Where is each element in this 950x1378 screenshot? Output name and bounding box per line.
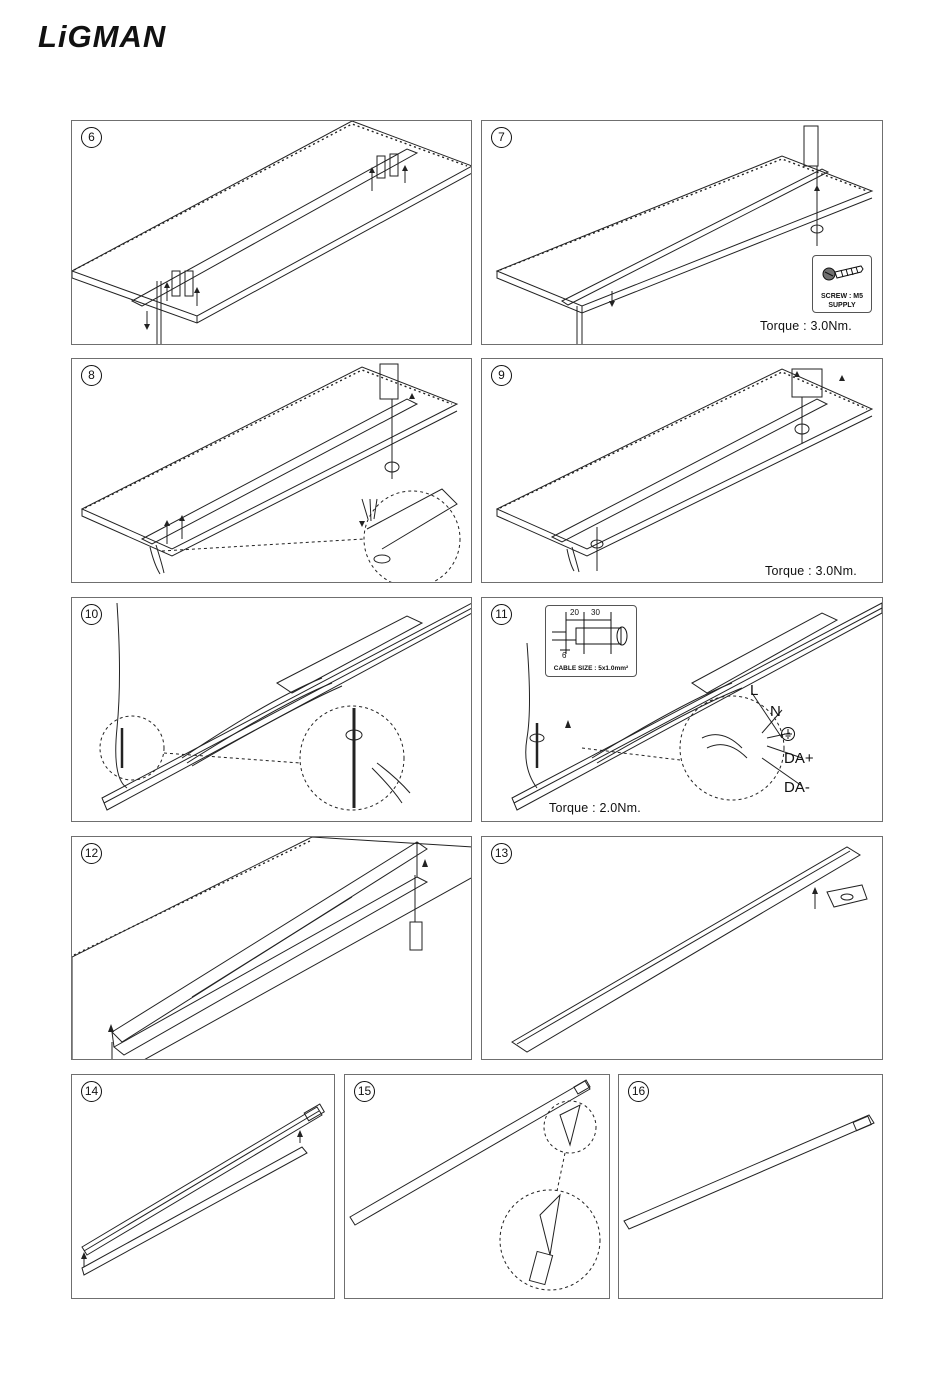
step-15-illustration (345, 1075, 610, 1299)
step-13-illustration (482, 837, 883, 1060)
step-9-panel: 9 Torque : 3.0Nm. (481, 358, 883, 583)
cable-spec-box: 20 30 6 CABLE SIZE : 5x1.0mm² (545, 605, 637, 677)
step-6-illustration (72, 121, 472, 345)
step-9-illustration (482, 359, 883, 583)
wire-label-da-minus: DA- (784, 779, 810, 796)
screw-spec-box: SCREW : M5 SUPPLY (812, 255, 872, 313)
strip-length-20: 20 (570, 608, 579, 617)
step-9-torque: Torque : 3.0Nm. (765, 564, 857, 578)
step-7-panel: 7 SCREW : M5 SUPPLY Torque : 3.0Nm. (481, 120, 883, 345)
step-12-panel: 12 (71, 836, 472, 1060)
logo-text: LiGMAN (38, 19, 166, 54)
wire-label-l: L (750, 682, 758, 699)
wire-label-n: N (770, 703, 781, 720)
step-10-illustration (72, 598, 472, 822)
step-8-illustration (72, 359, 472, 583)
ground-icon (780, 726, 796, 742)
step-11-torque: Torque : 2.0Nm. (549, 801, 641, 815)
step-14-illustration (72, 1075, 335, 1299)
screw-supply-label: SUPPLY (813, 302, 871, 309)
step-16-panel: 16 (618, 1074, 883, 1299)
step-7-torque: Torque : 3.0Nm. (760, 319, 852, 333)
ligman-logo: LiGMAN (38, 18, 228, 54)
step-6-panel: 6 (71, 120, 472, 345)
step-11-illustration (482, 598, 883, 822)
strip-length-6: 6 (562, 651, 566, 660)
wire-label-da-plus: DA+ (784, 750, 814, 767)
step-11-panel: 11 (481, 597, 883, 822)
step-15-panel: 15 (344, 1074, 610, 1299)
strip-length-30: 30 (591, 608, 600, 617)
step-16-illustration (619, 1075, 883, 1299)
step-12-illustration (72, 837, 472, 1060)
screw-spec-label: SCREW : M5 (813, 293, 871, 300)
step-10-panel: 10 (71, 597, 472, 822)
step-14-panel: 14 (71, 1074, 335, 1299)
cable-size-label: CABLE SIZE : 5x1.0mm² (546, 665, 636, 672)
screw-icon (813, 256, 871, 292)
step-13-panel: 13 (481, 836, 883, 1060)
step-8-panel: 8 (71, 358, 472, 583)
